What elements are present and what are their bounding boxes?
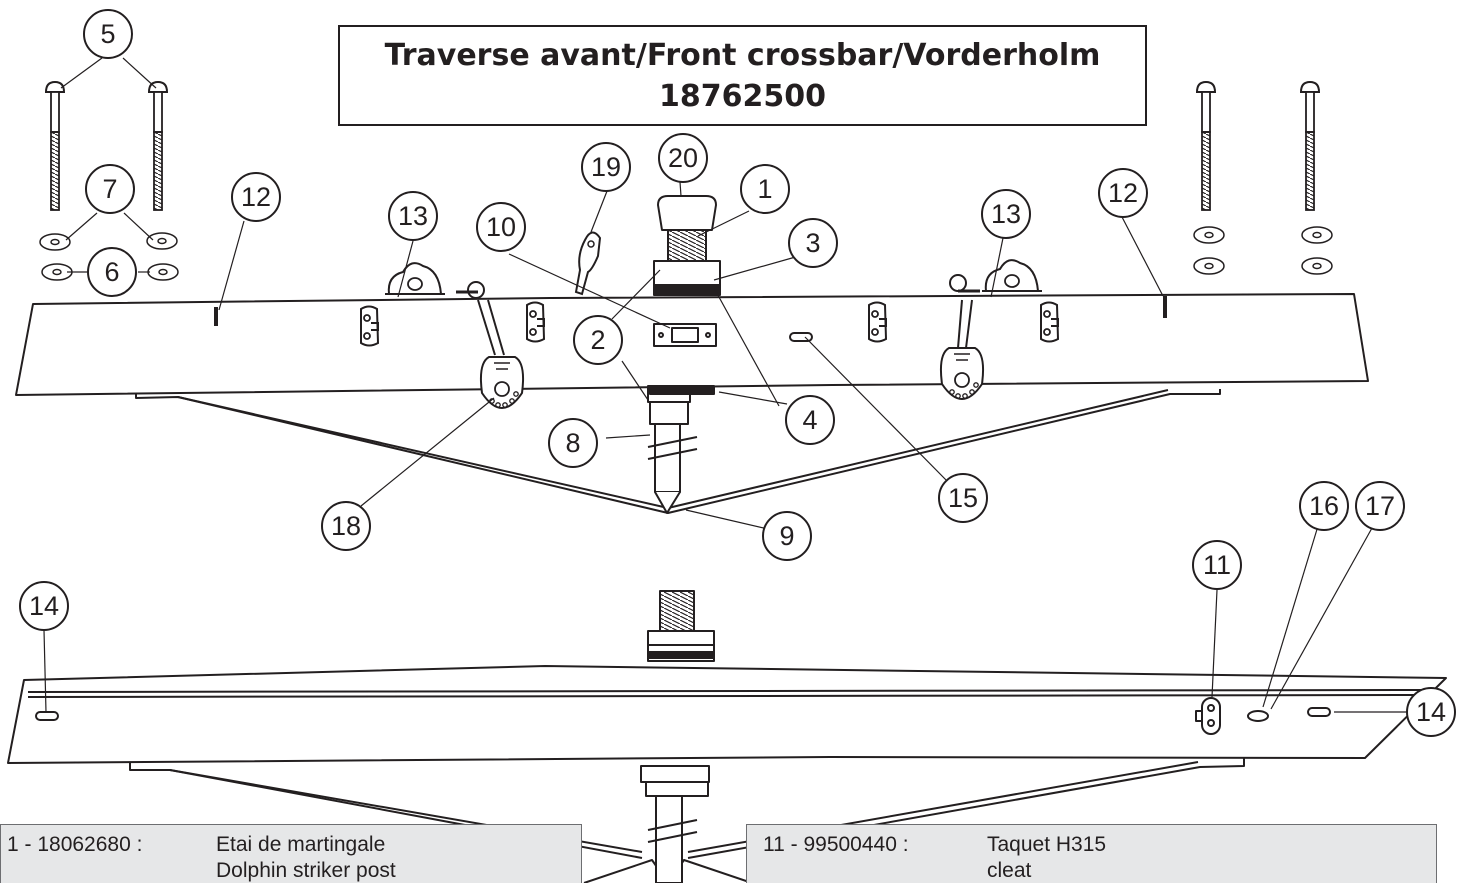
parts-panel-right: 11 - 99500440 : Taquet H315 cleat [746, 824, 1437, 883]
callout-16: 16 [1309, 491, 1339, 521]
callout-13-left: 13 [398, 201, 428, 231]
callout-3: 3 [805, 228, 820, 258]
callout-7: 7 [102, 174, 117, 204]
callout-20: 20 [668, 143, 698, 173]
callout-13-right: 13 [991, 199, 1021, 229]
callout-9: 9 [779, 521, 794, 551]
part-name-fr: Etai de martingale [216, 833, 386, 856]
part-name-en: cleat [987, 859, 1032, 882]
callout-12-left: 12 [241, 182, 271, 212]
callout-4: 4 [802, 405, 817, 435]
callout-19: 19 [591, 152, 621, 182]
part-code: 1 - 18062680 : [7, 833, 143, 856]
callout-10: 10 [486, 212, 516, 242]
callout-6: 6 [104, 257, 119, 287]
callout-8: 8 [565, 428, 580, 458]
part-name-fr: Taquet H315 [987, 833, 1107, 856]
callout-17: 17 [1365, 491, 1395, 521]
part-name-en: Dolphin striker post [216, 859, 396, 882]
callout-2: 2 [590, 325, 605, 355]
callout-11: 11 [1203, 550, 1231, 580]
title-box: Traverse avant/Front crossbar/Vorderholm… [338, 25, 1147, 126]
callout-15: 15 [948, 483, 978, 513]
title-line-1: Traverse avant/Front crossbar/Vorderholm [384, 38, 1101, 73]
callout-12-right: 12 [1108, 178, 1138, 208]
callout-1: 1 [757, 174, 772, 204]
callout-14-right: 14 [1416, 697, 1446, 727]
callout-5: 5 [100, 19, 115, 49]
callout-18: 18 [331, 511, 361, 541]
title-line-2: 18762500 [659, 79, 826, 114]
part-code: 11 - 99500440 : [763, 833, 909, 856]
parts-panel-left: 1 - 18062680 : Etai de martingale Dolphi… [0, 824, 582, 883]
callout-14-left: 14 [29, 591, 59, 621]
